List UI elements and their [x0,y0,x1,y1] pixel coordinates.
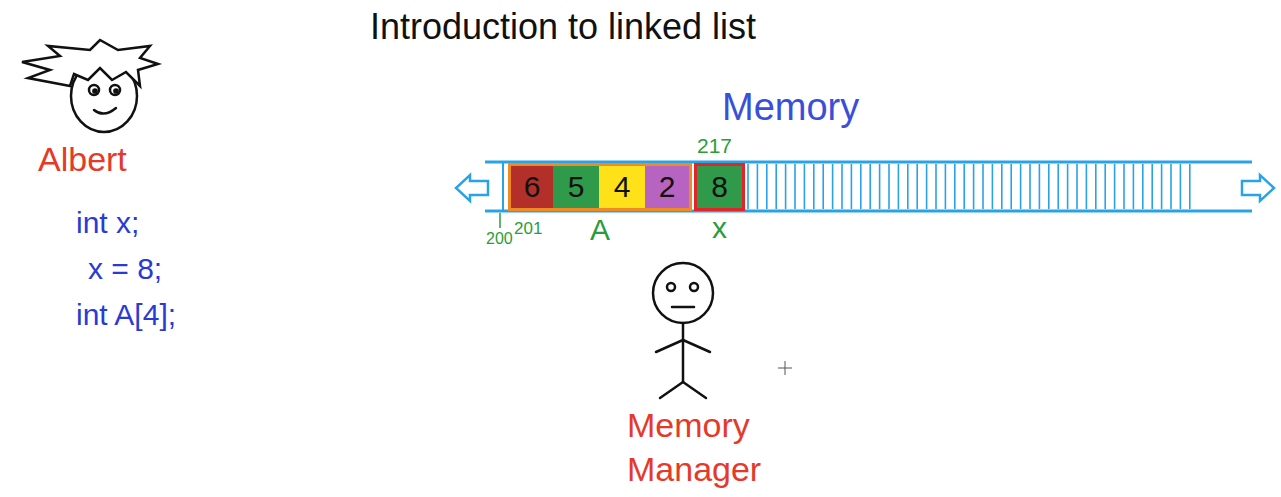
arm [683,340,710,352]
memory-cell [1001,164,1003,209]
memory-cell [1123,164,1125,209]
memory-cell [1114,164,1116,209]
memory-cell [1104,164,1106,209]
memory-cell [1170,164,1172,209]
code-line: int x; [76,206,139,241]
memory-cell [926,164,928,209]
variable-name: x [697,210,742,246]
band-edge [502,162,504,211]
role-name: Memory Manager [627,403,807,491]
memory-cell [1039,164,1041,209]
memory-cell [1048,164,1050,209]
memory-cell [1133,164,1135,209]
memory-cell [822,164,824,209]
memory-cell [888,164,890,209]
title: Introduction to linked list [263,6,863,48]
memory-cell [841,164,843,209]
albert-face [22,40,158,132]
array-box: A6542 [508,163,692,211]
mouth [672,306,694,309]
memory-cell [747,164,749,209]
memory-cells [748,164,1190,209]
memory-cell [869,164,871,209]
address: 201 [514,219,542,239]
memory-cell [945,164,947,209]
memory-cell [766,164,768,209]
memory-band [456,162,1274,228]
memory-cell [907,164,909,209]
array-cell: 6 [511,166,553,208]
arm [656,340,683,352]
memory-cell [794,164,796,209]
left-arrow [456,175,488,201]
array-cell: 5 [553,166,599,208]
eye [690,283,698,291]
memory-cell [1057,164,1059,209]
memory-cell [1067,164,1069,209]
memory-cell [1151,164,1153,209]
memory-cell [898,164,900,209]
cell-value: 6 [511,166,553,208]
cursor-line [785,361,786,375]
address-tick [499,213,501,228]
memory-cell [1029,164,1031,209]
head [653,263,713,323]
eye [110,85,120,95]
memory-cell [757,164,759,209]
memory-cell [1189,164,1191,209]
memory-cell [1020,164,1022,209]
memory-cell [832,164,834,209]
eye [667,283,675,291]
memory-cell [785,164,787,209]
cell-value: 4 [599,166,645,208]
variable-cell: 8x [694,163,745,211]
memory-manager-figure [653,263,713,398]
memory-cell [775,164,777,209]
memory-cell [1076,164,1078,209]
memory-cell [963,164,965,209]
address: 200 [486,230,513,248]
memory-heading: Memory [722,86,859,130]
pupil [114,89,117,92]
smile [94,108,116,114]
address: 217 [697,134,732,158]
memory-cell [860,164,862,209]
memory-cell [973,164,975,209]
memory-cell [1180,164,1182,209]
memory-cell [916,164,918,209]
memory-cell [1161,164,1163,209]
memory-cell [813,164,815,209]
leg [660,382,683,398]
memory-cell [992,164,994,209]
code-line: int A[4]; [76,298,176,333]
memory-cell [935,164,937,209]
array-cell: 4 [599,166,645,208]
memory-cell [982,164,984,209]
body [682,323,685,382]
memory-cell [879,164,881,209]
cell-value: 2 [645,166,689,208]
memory-cell [851,164,853,209]
memory-cell [1142,164,1144,209]
cell-value: 8 [697,166,742,208]
memory-cell [1095,164,1097,209]
pupil [93,89,96,92]
leg [683,382,706,398]
character-name: Albert [38,140,127,179]
hair [22,40,158,86]
memory-cell [954,164,956,209]
memory-cell [1086,164,1088,209]
cursor [778,361,792,375]
code-line: x = 8; [88,252,162,287]
memory-cell [1010,164,1012,209]
cell-value: 5 [553,166,599,208]
memory-cell [804,164,806,209]
array-cell: 2 [645,166,689,208]
eye [89,85,99,95]
right-arrow [1242,175,1274,201]
